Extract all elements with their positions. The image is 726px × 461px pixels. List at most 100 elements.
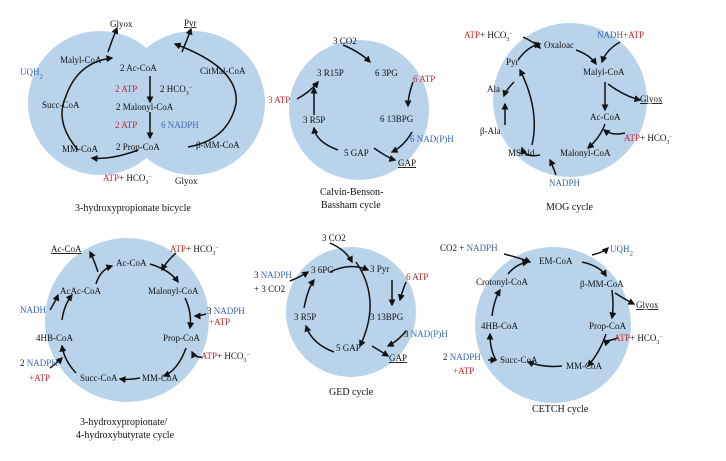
hphb-malonyl-coa: Malonyl-CoA [148,286,199,296]
calvin-gap-out: GAP [398,158,416,168]
cetch-beta-mm-coa: β-MM-CoA [580,279,624,289]
hphb-acac-coa: AcAc-CoA [60,286,101,296]
bicycle-beta-mm-coa: β-MM-CoA [196,140,240,150]
ged-caption: GED cycle [329,387,374,398]
bicycle-atp-1: 2 ATP [115,84,137,94]
hphb-caption-1: 3-hydroxypropionate/ [80,417,167,428]
arrow-ged-nadph-in [289,271,310,282]
hphb-succ-coa: Succ-CoA [80,373,118,383]
panel-3hp-bicycle: Glyox Pyr UQH2 Malyl-CoA 2 Ac-CoA CitMal… [20,18,265,214]
arrow-bicycle-pyr-out [181,27,193,53]
calvin-bubble [289,40,429,180]
mog-glyox: Glyox [640,94,663,104]
cetch-glyox: Glyox [636,300,659,310]
cetch-crotonyl-coa: Crotonyl-CoA [476,277,529,287]
ged-gap: 5 GAP [336,343,361,353]
hphb-4hb-coa: 4HB-CoA [36,333,74,343]
arrow-hphb-prop-mm [162,347,187,378]
arrow-mog-atp2 [602,129,626,137]
panel-ged: 3 CO2 3 NADPH + 3 CO2 3 6PG 3 Pyr 6 ATP … [254,233,448,398]
hphb-ac-coa: Ac-CoA [116,258,147,268]
hphb-atp-3: +ATP [209,317,230,327]
arrow-mog-oxaloac [575,49,597,66]
hphb-prop-coa: Prop-CoA [163,333,201,343]
ged-nadph-1: 3 NADPH [254,270,292,280]
bicycle-pyr-top: Pyr [184,18,197,28]
arrow-hphb-atp-hco3 [191,350,203,359]
hphb-atp-hco3: ATP+ HCO3− [170,244,219,257]
arrow-ged-atp [397,281,407,302]
hphb-nadh: NADH [20,305,46,315]
arrow-hphb-accoa-out [89,250,99,273]
mog-oxaloac: Oxaloac [544,40,574,50]
calvin-3pg: 6 3PG [375,68,398,78]
ged-co2: 3 CO2 [322,233,346,243]
mog-malonyl-coa: Malonyl-CoA [560,148,611,158]
arrow-mog-glyox-out [607,83,642,103]
arrow-hphb-nadh [49,293,60,311]
arrow-ged-top [329,264,370,273]
calvin-atp-left: 3 ATP [268,95,290,105]
arrow-calvin-atp-right [404,81,414,108]
calvin-r5p: 3 R5P [303,115,325,125]
cetch-atp-2: +ATP [453,366,474,376]
ged-r5p: 3 R5P [294,312,316,322]
bicycle-right-bubble [121,31,265,175]
panel-mog: ATP+ HCO3− Oxaloac NADH+ATP Pyr Malyl-Co… [464,23,673,213]
bicycle-malonyl-coa: 2 Malonyl-CoA [116,102,174,112]
calvin-13bpg: 6 13BPG [380,114,414,124]
arrow-mog-ala [502,81,515,98]
mog-ac-coa: Ac-CoA [590,112,621,122]
arrow-cetch-prop-mm [587,333,607,368]
cetch-uqh2: UQH2 [610,244,634,258]
cetch-mm-coa: MM-CoA [566,361,603,371]
arrow-cetch-bmm-prop [609,289,617,320]
arrow-cetch-glyox-out [614,292,636,305]
arrow-hphb-acac-accoa [95,264,114,285]
ged-nadph-2: 3 NAD(P)H [404,329,448,339]
mog-atp-hco3: ATP+ HCO3− [464,30,513,43]
hphb-atp-hco3-b: ATP+ HCO3− [201,351,250,364]
bicycle-uqh2: UQH2 [20,67,44,81]
bicycle-atp-2: 2 ATP [115,120,137,130]
cetch-co2-nadph: CO2 + NADPH [440,243,498,253]
cetch-nadph-2: 2 NADPH [443,352,481,362]
bicycle-malyl-coa: Malyl-CoA [60,55,102,65]
mog-malyl-coa: Malyl-CoA [583,67,625,77]
bicycle-succ-coa: Succ-CoA [42,100,80,110]
arrow-cetch-crotonyl-em [507,259,530,275]
arrow-hphb-succ-4hb [59,344,77,374]
calvin-r15p: 3 R15P [317,68,344,78]
arrow-hphb-nadph2 [49,357,63,369]
mog-ala: Ala [487,84,500,94]
arrow-bicycle-left-cycle-top [61,55,114,151]
ged-co2-2: + 3 CO2 [254,284,285,294]
arrow-hphb-mm-succ [118,376,141,384]
mog-bubble [493,23,647,177]
ged-atp: 6 ATP [406,272,428,282]
arrow-mog-pyr-oxaloac [517,41,542,61]
panel-3hp-4hb: Ac-CoA ATP+ HCO3− Ac-CoA AcAc-CoA Malony… [20,238,250,441]
arrow-mog-nadph [549,158,557,176]
mog-atp-hco3-2: ATP+ HCO3− [624,133,673,146]
arrow-mog-nadh [600,41,621,64]
cetch-em-coa: EM-CoA [539,256,573,266]
mog-msald: MSAld [508,148,535,158]
arrow-cetch-4hb-crotonyl [491,288,501,317]
calvin-nadph: 6 NAD(P)H [410,134,454,144]
cetch-caption: CETCH cycle [532,404,589,415]
arrow-cetch-em-bmm [581,261,607,278]
calvin-gap: 5 GAP [344,148,369,158]
mog-beta-ala: β-Ala [480,126,501,136]
arrow-bicycle-left-cycle-bottom [90,149,139,163]
bicycle-caption: 3-hydroxypropionate bicycle [75,203,191,214]
cetch-atp-hco3: ATP+ HCO3− [614,333,663,346]
calvin-caption-2: Bassham cycle [321,200,381,211]
hphb-atp-2: +ATP [29,373,50,383]
calvin-atp-in: 6 ATP [413,74,435,84]
arrow-calvin-nadph [390,131,413,153]
arrow-ged-co2 [329,242,353,264]
hp-hb-bubble [45,238,209,402]
hphb-nadph-2: 2 NADPH [20,358,58,368]
